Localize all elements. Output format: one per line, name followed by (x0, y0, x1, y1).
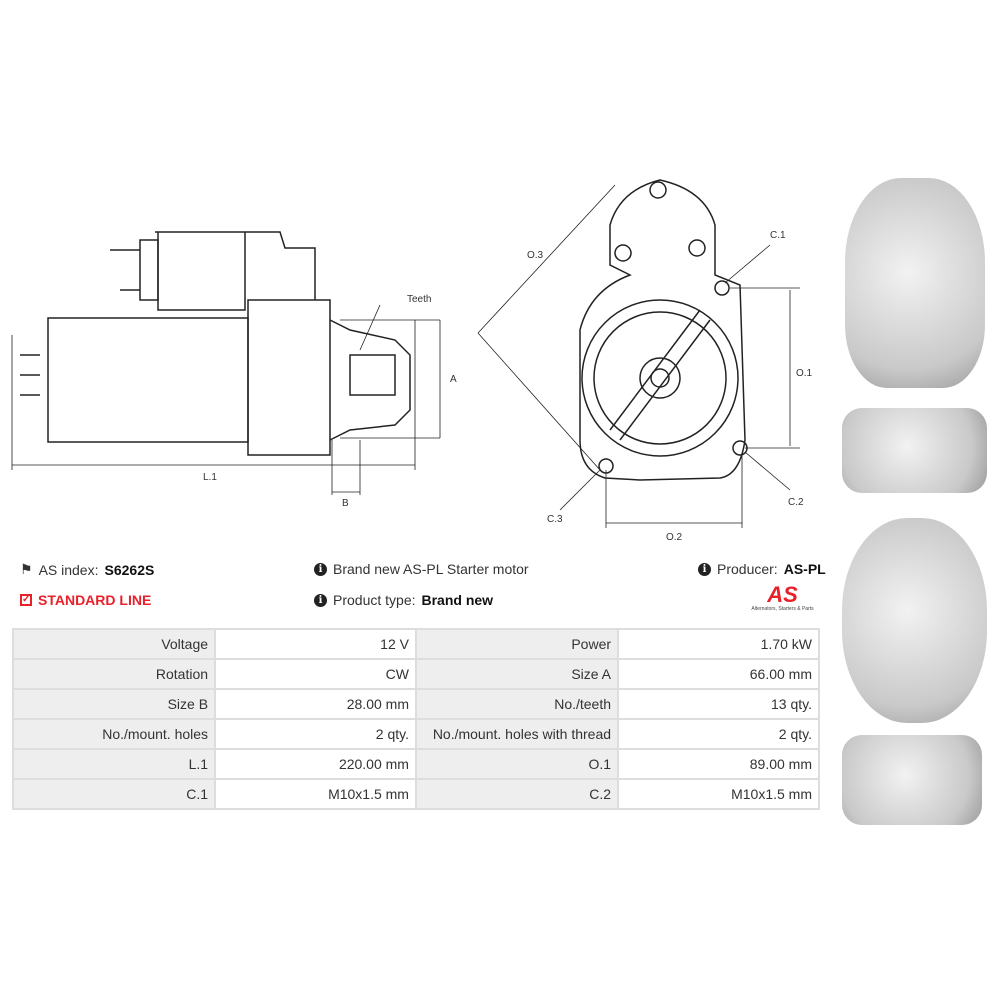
spec-label: Size B (11, 688, 217, 720)
side-view-drawing: Teeth A L.1 B (11, 231, 457, 509)
dim-c2-label: C.2 (788, 497, 804, 508)
line-label: STANDARD LINE (38, 592, 152, 608)
spec-label: Rotation (11, 658, 217, 690)
spec-label: No./mount. holes with thread (414, 718, 620, 750)
spec-value: 1.70 kW (617, 628, 820, 660)
as-index: ⚑ AS index: S6262S (20, 561, 154, 578)
dim-a-label: A (450, 374, 457, 385)
product-type-label: Product type: (333, 592, 416, 608)
as-index-value: S6262S (104, 561, 155, 578)
spec-value: M10x1.5 mm (617, 778, 820, 810)
dim-o1-label: O.1 (796, 368, 813, 379)
product-photo-front[interactable] (845, 178, 985, 388)
dim-o3-label: O.3 (527, 250, 544, 261)
spec-label: Voltage (11, 628, 217, 660)
dim-c3-label: C.3 (547, 514, 563, 525)
producer-label: Producer: (717, 561, 778, 577)
teeth-label: Teeth (407, 294, 431, 305)
as-pl-logo: AS Alternators, Starters & Parts (740, 582, 825, 613)
dim-l1-label: L.1 (203, 472, 217, 483)
product-photo-side-2[interactable] (842, 735, 982, 825)
logo-tagline: Alternators, Starters & Parts (751, 606, 814, 612)
front-view-drawing: O.3 C.1 O.1 C.2 C.3 O.2 (477, 179, 813, 543)
spec-label: Size A (414, 658, 620, 690)
info-icon: i (314, 562, 327, 576)
tag-icon: ⚑ (20, 561, 33, 577)
spec-label: C.2 (414, 778, 620, 810)
description-text: Brand new AS-PL Starter motor (333, 561, 529, 577)
product-photo-rear[interactable] (842, 518, 987, 723)
dim-b-label: B (342, 498, 349, 509)
spec-value: M10x1.5 mm (214, 778, 417, 810)
standard-line-badge: ✓ STANDARD LINE (20, 592, 151, 608)
spec-value: 12 V (214, 628, 417, 660)
spec-value: 28.00 mm (214, 688, 417, 720)
spec-label: L.1 (11, 748, 217, 780)
spec-label: O.1 (414, 748, 620, 780)
dim-c1-label: C.1 (770, 230, 786, 241)
logo-text: AS (767, 582, 798, 607)
spec-label: Power (414, 628, 620, 660)
producer-value: AS-PL (783, 561, 826, 577)
product-type-value: Brand new (421, 592, 494, 608)
spec-value: 13 qty. (617, 688, 820, 720)
info-icon: i (314, 593, 327, 607)
spec-value: 89.00 mm (617, 748, 820, 780)
spec-value: 2 qty. (617, 718, 820, 750)
as-index-label: AS index: (38, 561, 99, 578)
spec-value: 2 qty. (214, 718, 417, 750)
producer: i Producer: AS-PL (698, 561, 826, 577)
product-type: i Product type: Brand new (314, 592, 493, 608)
spec-label: C.1 (11, 778, 217, 810)
spec-value: CW (214, 658, 417, 690)
spec-label: No./teeth (414, 688, 620, 720)
description: i Brand new AS-PL Starter motor (314, 561, 529, 577)
info-icon: i (698, 562, 711, 576)
spec-value: 220.00 mm (214, 748, 417, 780)
checkbox-icon: ✓ (20, 594, 32, 606)
product-photo-side[interactable] (842, 408, 987, 493)
dim-o2-label: O.2 (666, 532, 683, 543)
spec-label: No./mount. holes (11, 718, 217, 750)
spec-value: 66.00 mm (617, 658, 820, 690)
